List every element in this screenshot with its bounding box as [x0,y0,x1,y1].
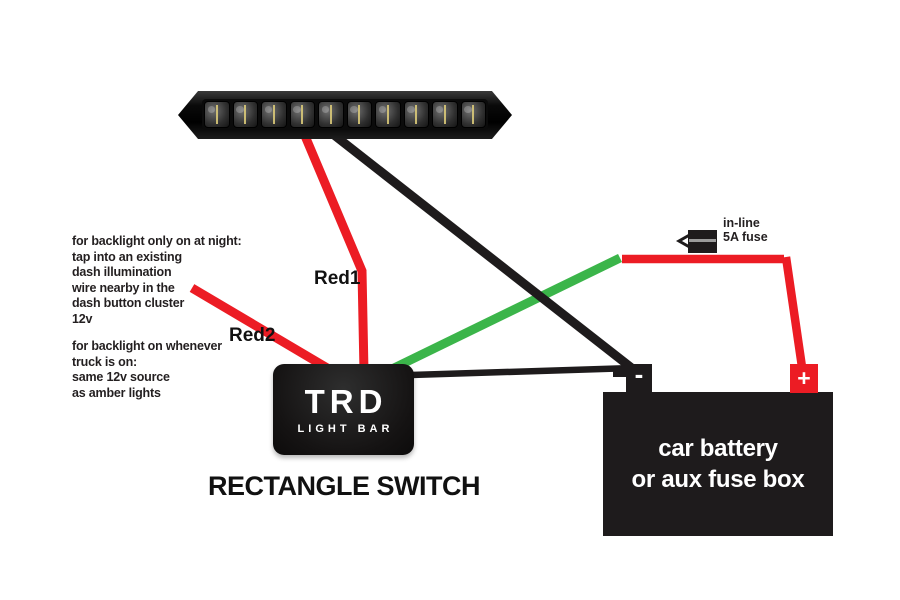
car-battery-box: car battery or aux fuse box [603,392,833,536]
led-cell [460,101,486,128]
red2-wire-dash-to-switch [189,284,337,376]
red-wire-to-positive-terminal [781,256,807,368]
led-light-bar [178,91,512,139]
note-backlight-night: for backlight only on at night:tap into … [72,234,242,328]
red2-wire-label: Red2 [229,325,276,346]
led-cell [204,101,230,128]
negative-terminal-tab [613,368,627,377]
note-line: as amber lights [72,385,161,400]
light-bar-housing [178,91,512,139]
black-wire-lightbar-to-negative [317,120,636,373]
inline-fuse-holder [675,230,717,253]
led-cell [403,101,429,128]
fuse-label-line2: 5A fuse [723,229,768,244]
positive-terminal: + [790,364,818,393]
trd-logo-subtext: LIGHT BAR [297,422,394,435]
trd-logo: TRD [304,382,388,420]
led-cell [346,101,372,128]
led-cell [375,101,401,128]
red1-wire-lightbar-to-switch [295,122,369,373]
led-cell [432,101,458,128]
note-line: dash button cluster [72,296,185,311]
note-line: dash illumination [72,265,172,280]
light-bar-lens [202,99,488,130]
led-cell [261,101,287,128]
led-cell [232,101,258,128]
battery-label-line2: or aux fuse box [631,466,805,493]
note-line: same 12v source [72,370,170,385]
fuse-label-line1: in-line [723,216,760,230]
inline-fuse-label: in-line 5A fuse [723,216,768,244]
note-line: wire nearby in the [72,280,175,295]
note-line: 12v [72,311,93,326]
black-wire-switch-to-negative [410,364,634,379]
led-cell [318,101,344,128]
negative-terminal: - [626,361,652,393]
rectangle-switch: TRD LIGHT BAR [273,364,414,455]
red1-wire-label: Red1 [314,268,361,289]
battery-label-line1: car battery [658,435,778,462]
green-wire-switch-to-fuse [392,253,622,373]
note-line: truck is on: [72,354,137,369]
note-line: for backlight on whenever [72,339,222,353]
led-cell [289,101,315,128]
note-line: for backlight only on at night: [72,234,242,248]
switch-caption: RECTANGLE SWITCH [208,471,480,501]
note-line: tap into an existing [72,249,182,264]
